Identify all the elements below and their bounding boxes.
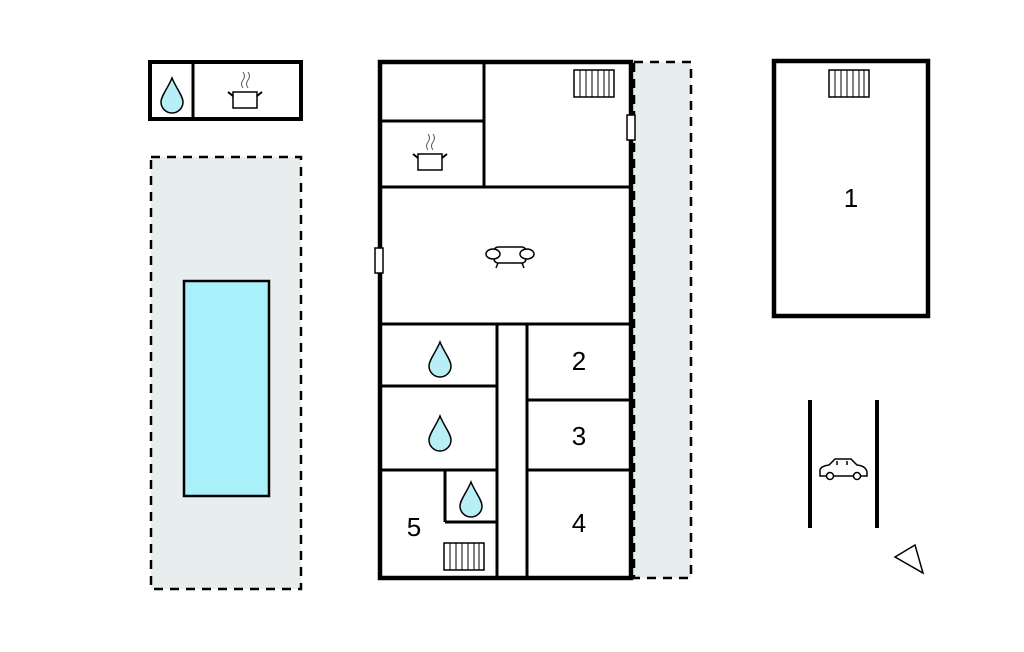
room-label-4: 4 (572, 508, 586, 538)
side-terrace (632, 60, 693, 580)
room-label-2: 2 (572, 346, 586, 376)
cooking-pot-icon (227, 71, 263, 109)
north-arrow-icon (893, 543, 925, 575)
radiator-icon (573, 69, 615, 98)
car-icon (819, 458, 868, 481)
radiator-icon (443, 542, 485, 571)
parking-space (808, 400, 879, 528)
room-label-3: 3 (572, 421, 586, 451)
room-label-5: 5 (407, 512, 421, 542)
utility-box (148, 60, 303, 121)
window-icon (374, 247, 384, 274)
swimming-pool (182, 279, 271, 498)
radiator-icon (828, 69, 870, 98)
sofa-icon (485, 246, 535, 269)
water-drop-icon (160, 77, 184, 114)
room-label-1: 1 (844, 183, 858, 213)
window-icon (626, 114, 636, 141)
pool-terrace (149, 155, 303, 591)
main-house: 2 3 4 5 (374, 59, 636, 581)
annex-building: 1 (771, 58, 931, 319)
